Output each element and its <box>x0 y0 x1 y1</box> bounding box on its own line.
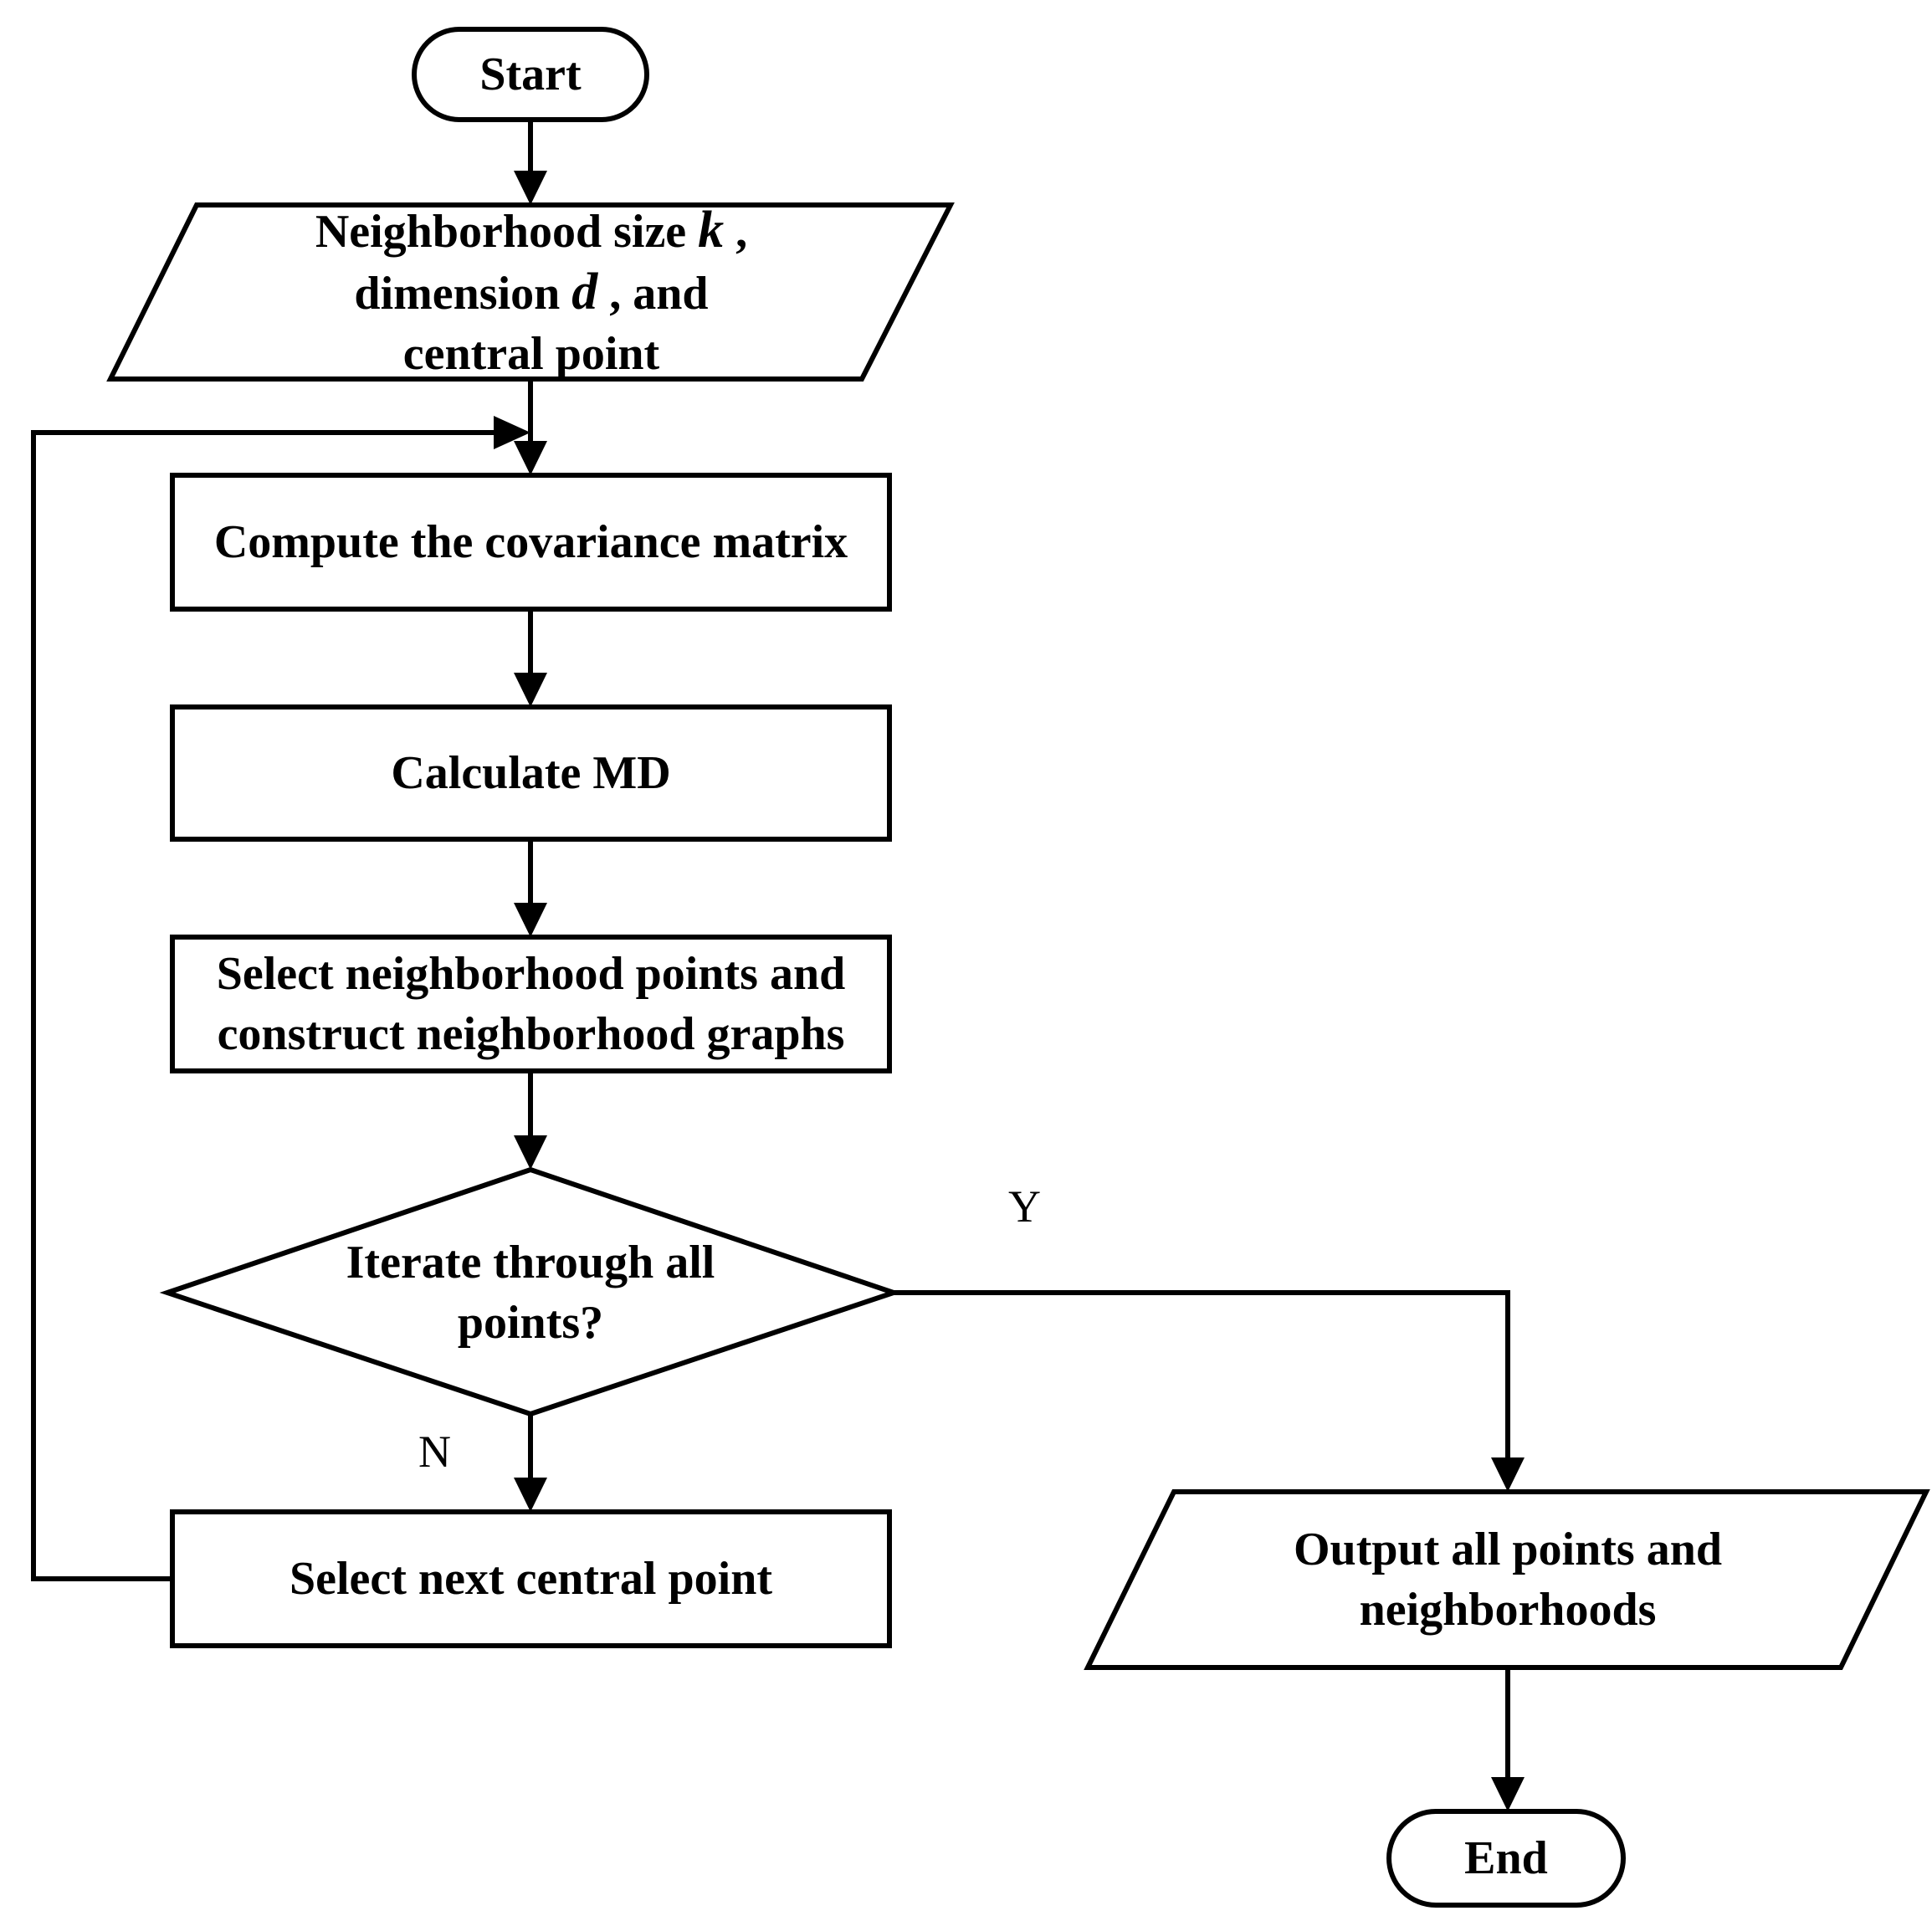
input-line-2-suffix: , and <box>597 268 709 320</box>
input-parallelogram <box>106 202 955 382</box>
yes-branch-label: Y <box>1008 1181 1041 1232</box>
covariance-box <box>170 473 892 612</box>
next-label: Select next central point <box>172 1512 889 1646</box>
next-box <box>170 1509 892 1648</box>
input-line-3: central point <box>402 328 660 380</box>
select-label: Select neighborhood points and construct… <box>172 937 889 1071</box>
input-line-1-text: Neighborhood size <box>315 206 699 258</box>
start-text: Start <box>479 49 582 100</box>
select-line-2: construct neighborhood graphs <box>217 1008 845 1060</box>
output-line-1: Output all points and <box>1294 1524 1722 1575</box>
d-variable: d <box>571 264 598 320</box>
arrowhead-start-input <box>514 171 547 205</box>
end-terminator <box>1386 1809 1626 1908</box>
covariance-text: Compute the covariance matrix <box>213 516 848 568</box>
arrowhead-decision-next <box>514 1478 547 1512</box>
decision-line-2: points? <box>457 1297 604 1349</box>
start-label: Start <box>414 29 647 120</box>
arrowhead-input-covariance <box>514 441 547 475</box>
arrowhead-next-loop <box>494 416 530 449</box>
output-line-2: neighborhoods <box>1359 1584 1657 1636</box>
md-text: Calculate MD <box>391 747 671 799</box>
end-text: End <box>1464 1832 1548 1884</box>
input-label: Neighborhood size k , dimension d , and … <box>151 202 912 380</box>
output-parallelogram <box>1084 1489 1930 1670</box>
md-box <box>170 704 892 842</box>
input-line-1-suffix: , <box>724 206 748 258</box>
select-box <box>170 935 892 1073</box>
md-label: Calculate MD <box>172 707 889 839</box>
k-variable: k <box>698 202 725 259</box>
input-line-2-text: dimension <box>354 268 572 320</box>
input-line-1: Neighborhood size k , <box>315 200 747 262</box>
arrowhead-decision-output <box>1491 1457 1525 1492</box>
edge-next-loop <box>31 430 498 1581</box>
edge-decision-output <box>894 1290 1510 1464</box>
decision-line-1: Iterate through all <box>346 1237 715 1288</box>
arrowhead-select-decision <box>514 1135 547 1170</box>
select-line-1: Select neighborhood points and <box>216 948 846 1000</box>
arrowhead-output-end <box>1491 1777 1525 1811</box>
decision-label: Iterate through all points? <box>276 1230 785 1355</box>
arrowhead-covariance-md <box>514 673 547 707</box>
arrowhead-md-select <box>514 903 547 937</box>
input-line-2: dimension d , and <box>354 262 708 324</box>
end-label: End <box>1389 1811 1623 1905</box>
no-branch-label: N <box>418 1427 451 1477</box>
covariance-label: Compute the covariance matrix <box>172 475 889 609</box>
output-label: Output all points and neighborhoods <box>1130 1492 1886 1667</box>
next-text: Select next central point <box>290 1553 772 1605</box>
